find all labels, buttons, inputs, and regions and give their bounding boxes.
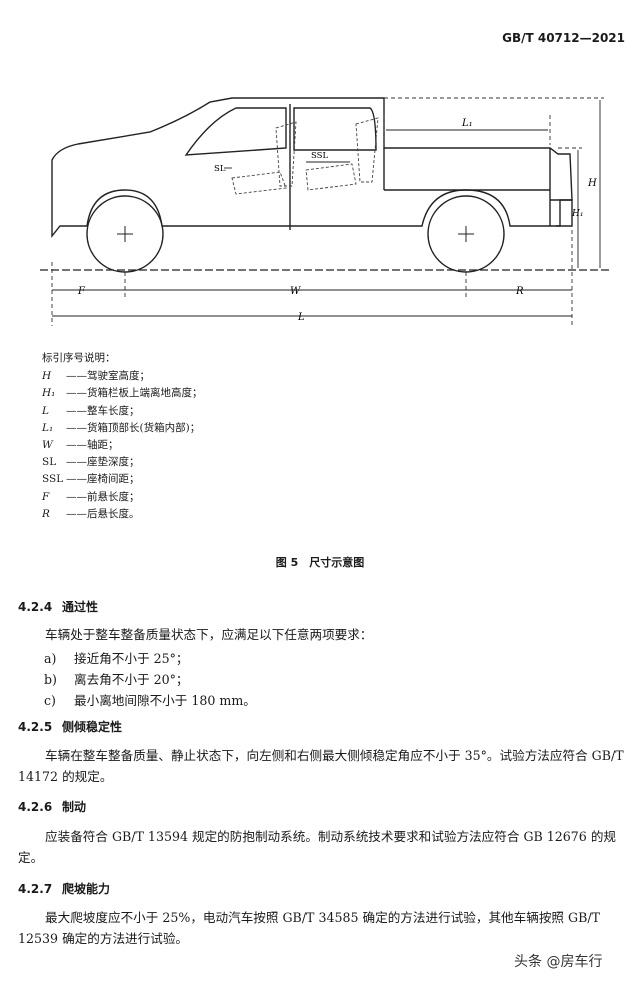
legend-symbol: F [42, 490, 50, 503]
legend-desc: ——整车长度； [66, 404, 140, 417]
section-heading-4-2-4: 4.2.4 通过性 [18, 598, 98, 615]
legend-symbol: SL [42, 456, 57, 469]
legend-item: W ——轴距； [42, 437, 203, 454]
legend-item: F ——前悬长度； [42, 489, 203, 506]
watermark: 头条 @房车行 [514, 954, 603, 970]
section-title: 通过性 [62, 600, 99, 614]
extension-lines [51, 97, 604, 326]
legend-symbol: R [42, 507, 50, 520]
legend-desc: ——前悬长度； [66, 490, 140, 503]
truck-outline [51, 97, 573, 238]
section-heading-4-2-5: 4.2.5 侧倾稳定性 [18, 718, 122, 735]
section-number: 4.2.5 [18, 720, 53, 734]
legend-desc: ——轴距； [66, 439, 119, 452]
wheels [86, 195, 505, 273]
section-heading-4-2-7: 4.2.7 爬坡能力 [18, 880, 110, 897]
legend-symbol: H₁ [42, 387, 56, 400]
seats-dashed [231, 117, 379, 195]
section-body-4-2-7: 最大爬坡度应不小于 25%，电动汽车按照 GB/T 34585 确定的方法进行试… [18, 910, 600, 946]
list-item-text: 最小离地间隙不小于 180 mm。 [74, 693, 256, 708]
dim-label-H: H [587, 178, 597, 189]
section-body-4-2-6: 应装备符合 GB/T 13594 规定的防抱制动系统。制动系统技术要求和试验方法… [18, 829, 617, 865]
legend-symbol: L₁ [42, 421, 54, 434]
list-item-text: 离去角不小于 20°； [74, 672, 189, 687]
dim-label-L: L [297, 312, 305, 323]
legend-symbol: SSL [42, 473, 64, 486]
list-item: c) 最小离地间隙不小于 180 mm。 [44, 690, 256, 709]
pickup-dimension-diagram: F W R L L₁ SSL SL H H₁ [40, 97, 612, 326]
list-item-label: c) [44, 693, 56, 708]
dim-label-R: R [515, 286, 524, 297]
section-intro-4-2-4: 车辆处于整车整备质量状态下，应满足以下任意两项要求： [45, 627, 373, 642]
dim-label-SSL: SSL [311, 151, 328, 161]
section-body-4-2-5: 车辆在整车整备质量、静止状态下，向左侧和右侧最大侧倾稳定角应不小于 35°。试验… [18, 748, 624, 784]
dim-label-F: F [77, 286, 86, 297]
dim-label-W: W [290, 286, 301, 297]
section-title: 爬坡能力 [62, 882, 111, 896]
section-number: 4.2.4 [18, 600, 53, 614]
dim-label-L1: L₁ [461, 118, 473, 129]
section-number: 4.2.6 [18, 800, 53, 814]
dimension-lines [52, 100, 601, 317]
list-item: b) 离去角不小于 20°； [44, 669, 188, 688]
list-item-label: a) [44, 651, 57, 666]
legend-item: L₁ ——货箱顶部长(货箱内部)； [42, 420, 203, 437]
wheel-centers [117, 226, 474, 242]
list-item-label: b) [44, 672, 57, 687]
legend-desc: ——驾驶室高度； [66, 370, 150, 383]
section-number: 4.2.7 [18, 882, 53, 896]
legend-desc: ——座垫深度； [66, 456, 140, 469]
dim-label-SL: SL [214, 164, 226, 174]
legend-symbol: H [42, 370, 52, 383]
legend-item: R ——后悬长度。 [42, 506, 203, 523]
legend-item: H ——驾驶室高度； [42, 368, 203, 385]
legend-symbol: W [42, 439, 53, 452]
figure-caption: 图 5 尺寸示意图 [275, 556, 365, 569]
legend-desc: ——后悬长度。 [66, 507, 140, 520]
standard-code: GB/T 40712—2021 [502, 31, 625, 45]
section-heading-4-2-6: 4.2.6 制动 [18, 798, 86, 815]
legend: 标引序号说明： H ——驾驶室高度； H₁ ——货箱栏板上端离地高度； L ——整车长… [42, 350, 203, 523]
legend-item: L ——整车长度； [42, 403, 203, 420]
legend-desc: ——座椅间距； [66, 473, 140, 486]
legend-title: 标引序号说明： [42, 352, 116, 364]
section-title: 制动 [62, 800, 87, 814]
legend-symbol: L [42, 404, 49, 417]
list-item: a) 接近角不小于 25°； [44, 648, 188, 667]
legend-item: H₁ ——货箱栏板上端离地高度； [42, 385, 203, 402]
list-item-text: 接近角不小于 25°； [74, 651, 189, 666]
legend-item: SSL——座椅间距； [42, 471, 203, 488]
legend-desc: ——货箱栏板上端离地高度； [66, 387, 203, 400]
dim-label-H1: H₁ [571, 209, 583, 219]
legend-item: SL ——座垫深度； [42, 454, 203, 471]
legend-desc: ——货箱顶部长(货箱内部)； [66, 421, 201, 434]
section-title: 侧倾稳定性 [62, 720, 123, 734]
